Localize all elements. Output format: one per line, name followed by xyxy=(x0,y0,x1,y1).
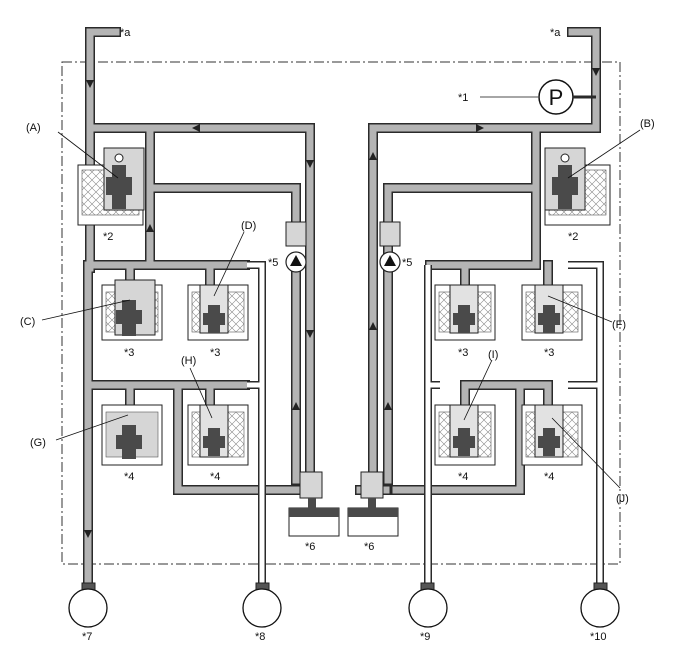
pump: P xyxy=(480,79,596,115)
flow-arrow xyxy=(192,124,200,132)
reservoir-right xyxy=(347,471,399,537)
reduction-valve-i xyxy=(434,404,496,466)
wheel-cylinder-8 xyxy=(242,582,282,628)
flow-arrow xyxy=(306,330,314,338)
reduction-valve-g xyxy=(101,404,163,466)
label-8: *8 xyxy=(255,631,265,643)
check-valve-right xyxy=(379,221,401,273)
label-I: (I) xyxy=(488,349,498,361)
label-3-d: *3 xyxy=(210,347,220,359)
pump-letter: P xyxy=(549,85,564,110)
flow-arrow xyxy=(86,80,94,88)
label-5-left: *5 xyxy=(268,257,278,269)
label-4-i: *4 xyxy=(458,471,468,483)
flow-arrow xyxy=(592,68,600,76)
flow-arrow xyxy=(306,160,314,168)
flow-arrow xyxy=(146,224,154,232)
leader-lines xyxy=(41,129,641,489)
label-4-h: *4 xyxy=(210,471,220,483)
label-2-left: *2 xyxy=(103,231,113,243)
master-cut-valve-right xyxy=(544,147,611,226)
label-a-left: *a xyxy=(120,27,131,39)
label-D: (D) xyxy=(241,220,256,232)
label-3-e: *3 xyxy=(458,347,468,359)
flow-arrow xyxy=(476,124,484,132)
label-F: (F) xyxy=(612,319,626,331)
label-pump-ref: *1 xyxy=(458,92,468,104)
label-10: *10 xyxy=(590,631,607,643)
master-cut-valve-left xyxy=(77,147,145,226)
label-a-right: *a xyxy=(550,27,561,39)
check-valve-left xyxy=(285,221,307,273)
label-6-right: *6 xyxy=(364,541,374,553)
label-G: (G) xyxy=(30,437,46,449)
label-5-right: *5 xyxy=(402,257,412,269)
wheel-cylinder-9 xyxy=(408,582,448,628)
flow-arrow xyxy=(369,152,377,160)
label-7: *7 xyxy=(82,631,92,643)
label-6-left: *6 xyxy=(305,541,315,553)
reservoir-left xyxy=(288,471,340,537)
flow-arrow xyxy=(384,402,392,410)
label-3-f: *3 xyxy=(544,347,554,359)
label-4-j: *4 xyxy=(544,471,554,483)
label-H: (H) xyxy=(181,355,196,367)
return-lines xyxy=(247,261,604,590)
hydraulic-lines xyxy=(83,27,601,595)
flow-arrow xyxy=(369,322,377,330)
callout-labels: *a *a *1 (A) (B) (C) (D) (F) (G) (H) (I)… xyxy=(20,27,655,643)
label-C: (C) xyxy=(20,316,35,328)
flow-arrow xyxy=(84,530,92,538)
flow-arrow xyxy=(292,402,300,410)
wheel-cylinder-10 xyxy=(580,582,620,628)
actuator-boundary xyxy=(61,61,621,565)
label-J: (J) xyxy=(616,493,629,505)
holding-valve-c xyxy=(101,279,163,341)
label-9: *9 xyxy=(420,631,430,643)
label-B: (B) xyxy=(640,118,655,130)
label-3-c: *3 xyxy=(124,347,134,359)
holding-valve-f xyxy=(521,284,583,341)
wheel-cylinder-7 xyxy=(68,582,108,628)
label-2-right: *2 xyxy=(568,231,578,243)
label-A: (A) xyxy=(26,122,41,134)
holding-valve-e xyxy=(434,284,496,341)
reduction-valve-j xyxy=(521,404,583,466)
reduction-valve-h xyxy=(187,404,249,466)
label-4-g: *4 xyxy=(124,471,134,483)
holding-valve-d xyxy=(187,284,249,341)
